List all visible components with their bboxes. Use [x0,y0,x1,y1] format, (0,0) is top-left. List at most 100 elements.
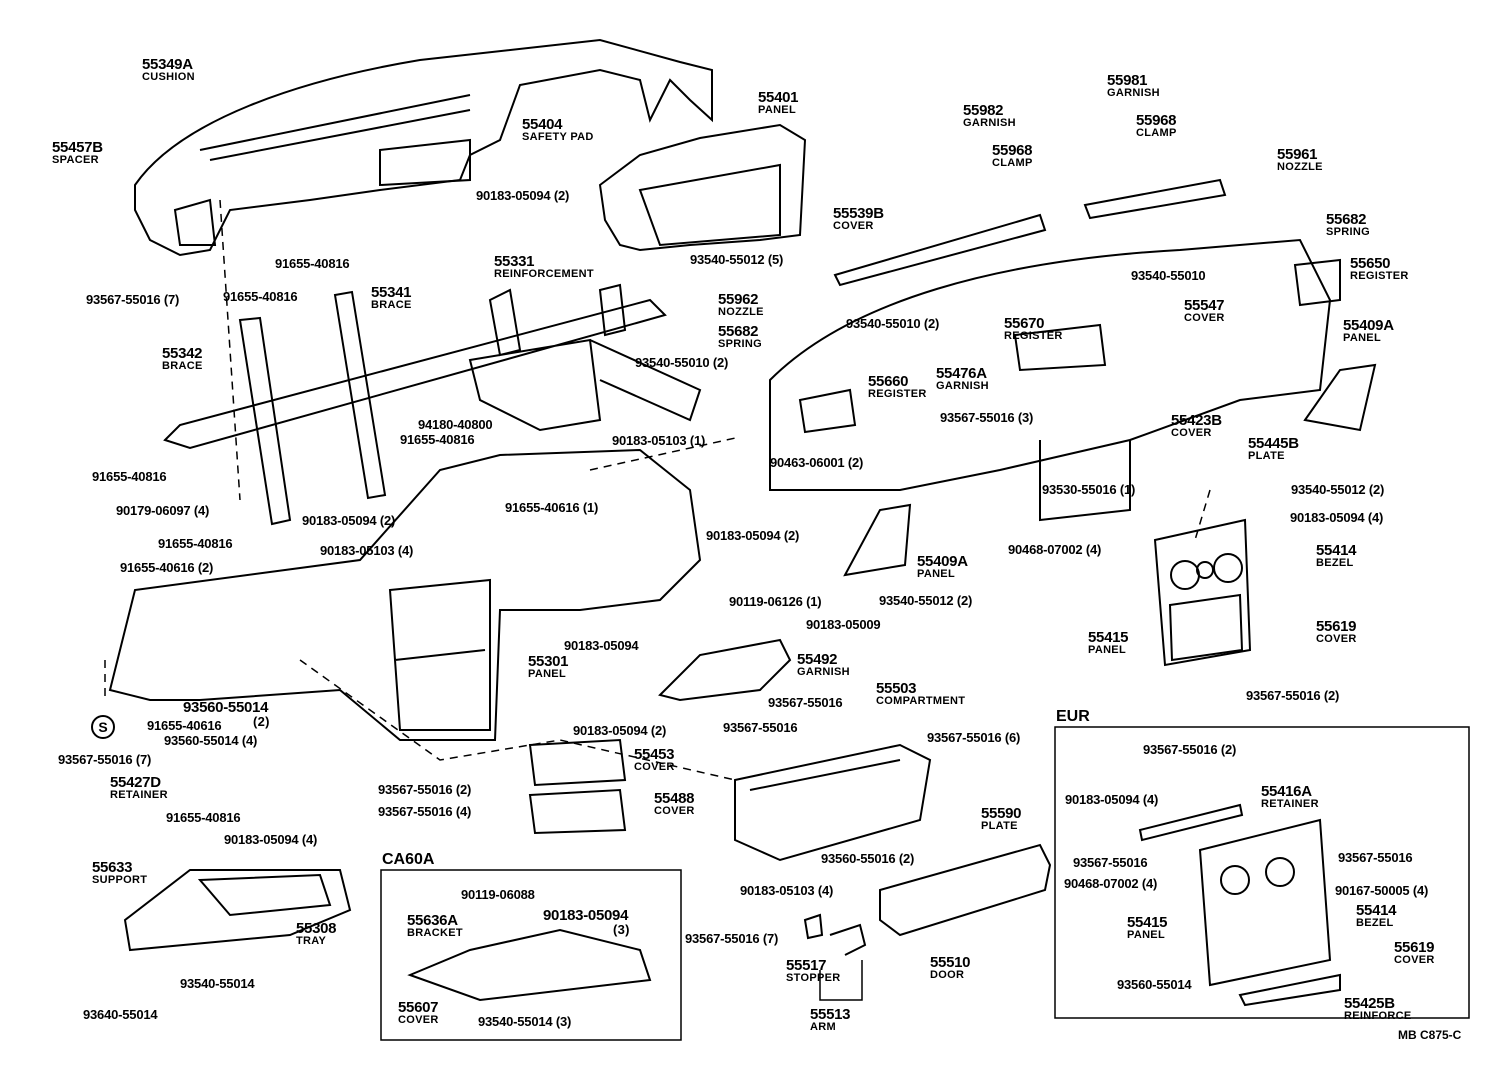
part-number: 55982 [963,102,1004,119]
part-number: 90183-05094 (4) [224,832,318,847]
part-number: 55503 [876,680,917,697]
part-label: 91655-40816 [92,469,167,485]
part-name: PANEL [758,104,796,116]
part-name: COVER [654,805,695,817]
part-number: 55961 [1277,146,1318,163]
brace-55342-drawing [238,316,292,526]
part-name: SPACER [52,154,99,166]
part-name: TRAY [296,935,327,947]
part-label: 90167-50005 (4) [1335,883,1428,899]
part-number: 55488 [654,790,695,807]
part-number: 55308 [296,920,337,937]
part-number: 55331 [494,253,535,270]
part-label: 93567-55016 (7) [685,931,778,947]
part-name: REGISTER [1004,330,1063,342]
part-number: 55968 [1136,112,1177,129]
part-label: 91655-40616 (1) [505,500,598,516]
part-number: 55539B [833,205,884,222]
part-number: 55425B [1344,995,1395,1012]
part-name: (3) [613,922,630,937]
part-name: CLAMP [992,157,1033,169]
garnish-55982-drawing [833,213,1047,287]
diagram-code: MB C875-C [1398,1028,1462,1042]
part-number: 55650 [1350,255,1391,272]
register-55660-drawing [798,388,857,434]
part-name: COVER [398,1014,439,1026]
part-name: SUPPORT [92,874,148,886]
part-label: 90183-05094 (2) [706,528,799,544]
part-label: 91655-40816 [400,432,475,448]
part-name: REINFORCE [1344,1010,1412,1022]
part-name: NOZZLE [718,306,764,318]
part-number: 55423B [1171,412,1222,429]
part-label: 90468-07002 (4) [1064,876,1157,892]
part-number: 93530-55016 (1) [1042,482,1136,497]
part-number: 55476A [936,365,987,382]
part-number: 55510 [930,954,971,971]
part-number: 55401 [758,89,799,106]
part-number: 91655-40816 [166,810,241,825]
part-name: BEZEL [1356,917,1394,929]
part-number: 93567-55016 (6) [927,730,1021,745]
part-number: 91655-40816 [223,289,298,304]
part-number: 91655-40616 (1) [505,500,599,515]
part-number: 55682 [718,323,759,340]
part-label: 93540-55012 (2) [1291,482,1384,498]
part-number: 90179-06097 (4) [116,503,210,518]
part-number: 55415 [1127,914,1168,931]
part-number: 93540-55012 (2) [1291,482,1385,497]
part-name: (2) [253,714,270,729]
panel-55409a-drawing [843,503,912,577]
part-number: 55607 [398,999,439,1016]
part-number: 90183-05094 [543,907,629,924]
ca60a-title: CA60A [382,851,435,868]
cover-55453-drawing [528,738,627,787]
part-number: 55457B [52,139,103,156]
part-label: 90179-06097 (4) [116,503,209,519]
compartment-drawing [734,743,932,862]
part-number: 91655-40816 [92,469,167,484]
part-name: RETAINER [1261,798,1319,810]
part-number: 90183-05103 (4) [740,883,834,898]
part-number: 55342 [162,345,203,362]
part-number: 55590 [981,805,1022,822]
part-label: 93567-55016 [1338,850,1413,866]
part-label: 93560-55016 (2) [821,851,914,867]
part-number: 93540-55012 (2) [879,593,973,608]
part-name: SPRING [718,338,762,350]
part-label: 93567-55016 [723,720,798,736]
part-number: 93540-55010 (2) [635,355,729,370]
part-number: 90183-05094 (4) [1290,510,1384,525]
part-number: 55414 [1316,542,1357,559]
part-name: COVER [1184,312,1225,324]
part-label: 93540-55012 (2) [879,593,972,609]
part-number: 93560-55014 [1117,977,1192,992]
part-number: 55404 [522,116,563,133]
part-number: 90167-50005 (4) [1335,883,1429,898]
part-number: 93567-55016 (2) [378,782,472,797]
part-number: 55660 [868,373,909,390]
part-number: 93540-55010 [1131,268,1206,283]
part-name: PANEL [917,568,955,580]
part-label: 90183-05103 (4) [740,883,833,899]
